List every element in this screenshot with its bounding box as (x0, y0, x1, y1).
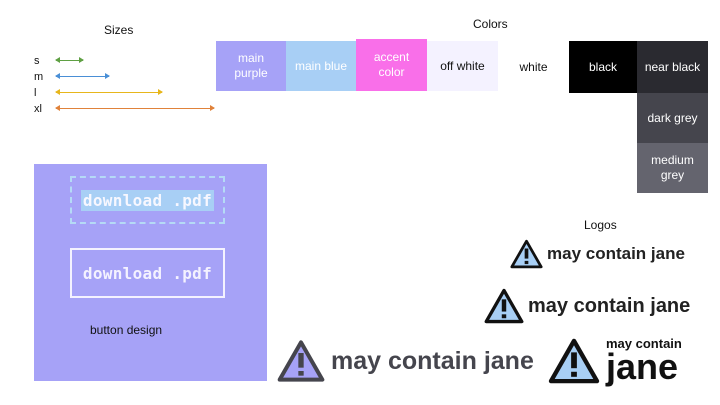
logo-text: may contain jane (547, 244, 685, 263)
swatch-label: dark grey (647, 110, 698, 125)
logo-text: may contain jane (528, 294, 691, 317)
swatch-black: black (569, 41, 637, 93)
size-arrow-xl (55, 105, 215, 111)
button-label: download .pdf (82, 263, 213, 283)
swatch-label: main blue (294, 58, 348, 73)
size-label: s (34, 55, 40, 67)
logo-text-bottom: jane (606, 346, 679, 387)
logo-large: may contain jane (277, 339, 534, 383)
swatch-main-purple: main purple (216, 41, 286, 91)
size-label: xl (34, 103, 42, 115)
warning-triangle-icon (277, 340, 325, 382)
button-design-panel: download .pdf download .pdf button desig… (34, 164, 267, 381)
swatch-label: accent color (373, 50, 410, 79)
logo-text: may contain jane (331, 346, 534, 375)
size-row-s: s (34, 54, 224, 68)
swatch-label: near black (644, 59, 701, 74)
size-row-xl: xl (34, 102, 224, 116)
size-arrow-l (55, 89, 163, 95)
swatch-label: white (519, 59, 548, 74)
logos-title: Logos (584, 218, 617, 232)
swatch-medium-grey: medium grey (637, 143, 708, 193)
swatch-label: off white (440, 58, 485, 73)
swatch-label: medium grey (651, 153, 694, 182)
logo-text-top: may contain (606, 336, 682, 351)
button-design-caption: button design (90, 323, 163, 337)
logo-stacked: may contain jane (548, 337, 682, 385)
download-pdf-button[interactable]: download .pdf (70, 248, 225, 298)
sizes-title: Sizes (104, 23, 134, 37)
swatch-accent-color: accent color (356, 39, 427, 91)
size-label: l (34, 87, 37, 99)
size-label: m (34, 71, 44, 83)
swatch-label: black (588, 59, 617, 74)
download-pdf-button-hover[interactable]: download .pdf (70, 176, 225, 224)
logo-medium: may contain jane (484, 288, 690, 324)
button-label: download .pdf (80, 189, 215, 211)
colors-title: Colors (473, 17, 508, 31)
swatch-main-blue: main blue (286, 41, 356, 91)
size-arrow-s (55, 57, 84, 63)
swatch-dark-grey: dark grey (637, 93, 708, 143)
swatch-label: main purple (234, 51, 268, 80)
size-row-l: l (34, 86, 224, 100)
swatch-white: white (498, 41, 569, 93)
warning-triangle-icon (484, 288, 524, 324)
warning-triangle-icon (548, 338, 600, 384)
size-row-m: m (34, 70, 224, 84)
logo-small: may contain jane (510, 239, 685, 269)
swatch-near-black: near black (637, 41, 708, 93)
swatch-off-white: off white (427, 41, 498, 91)
size-arrow-m (55, 73, 110, 79)
warning-triangle-icon (510, 239, 543, 269)
